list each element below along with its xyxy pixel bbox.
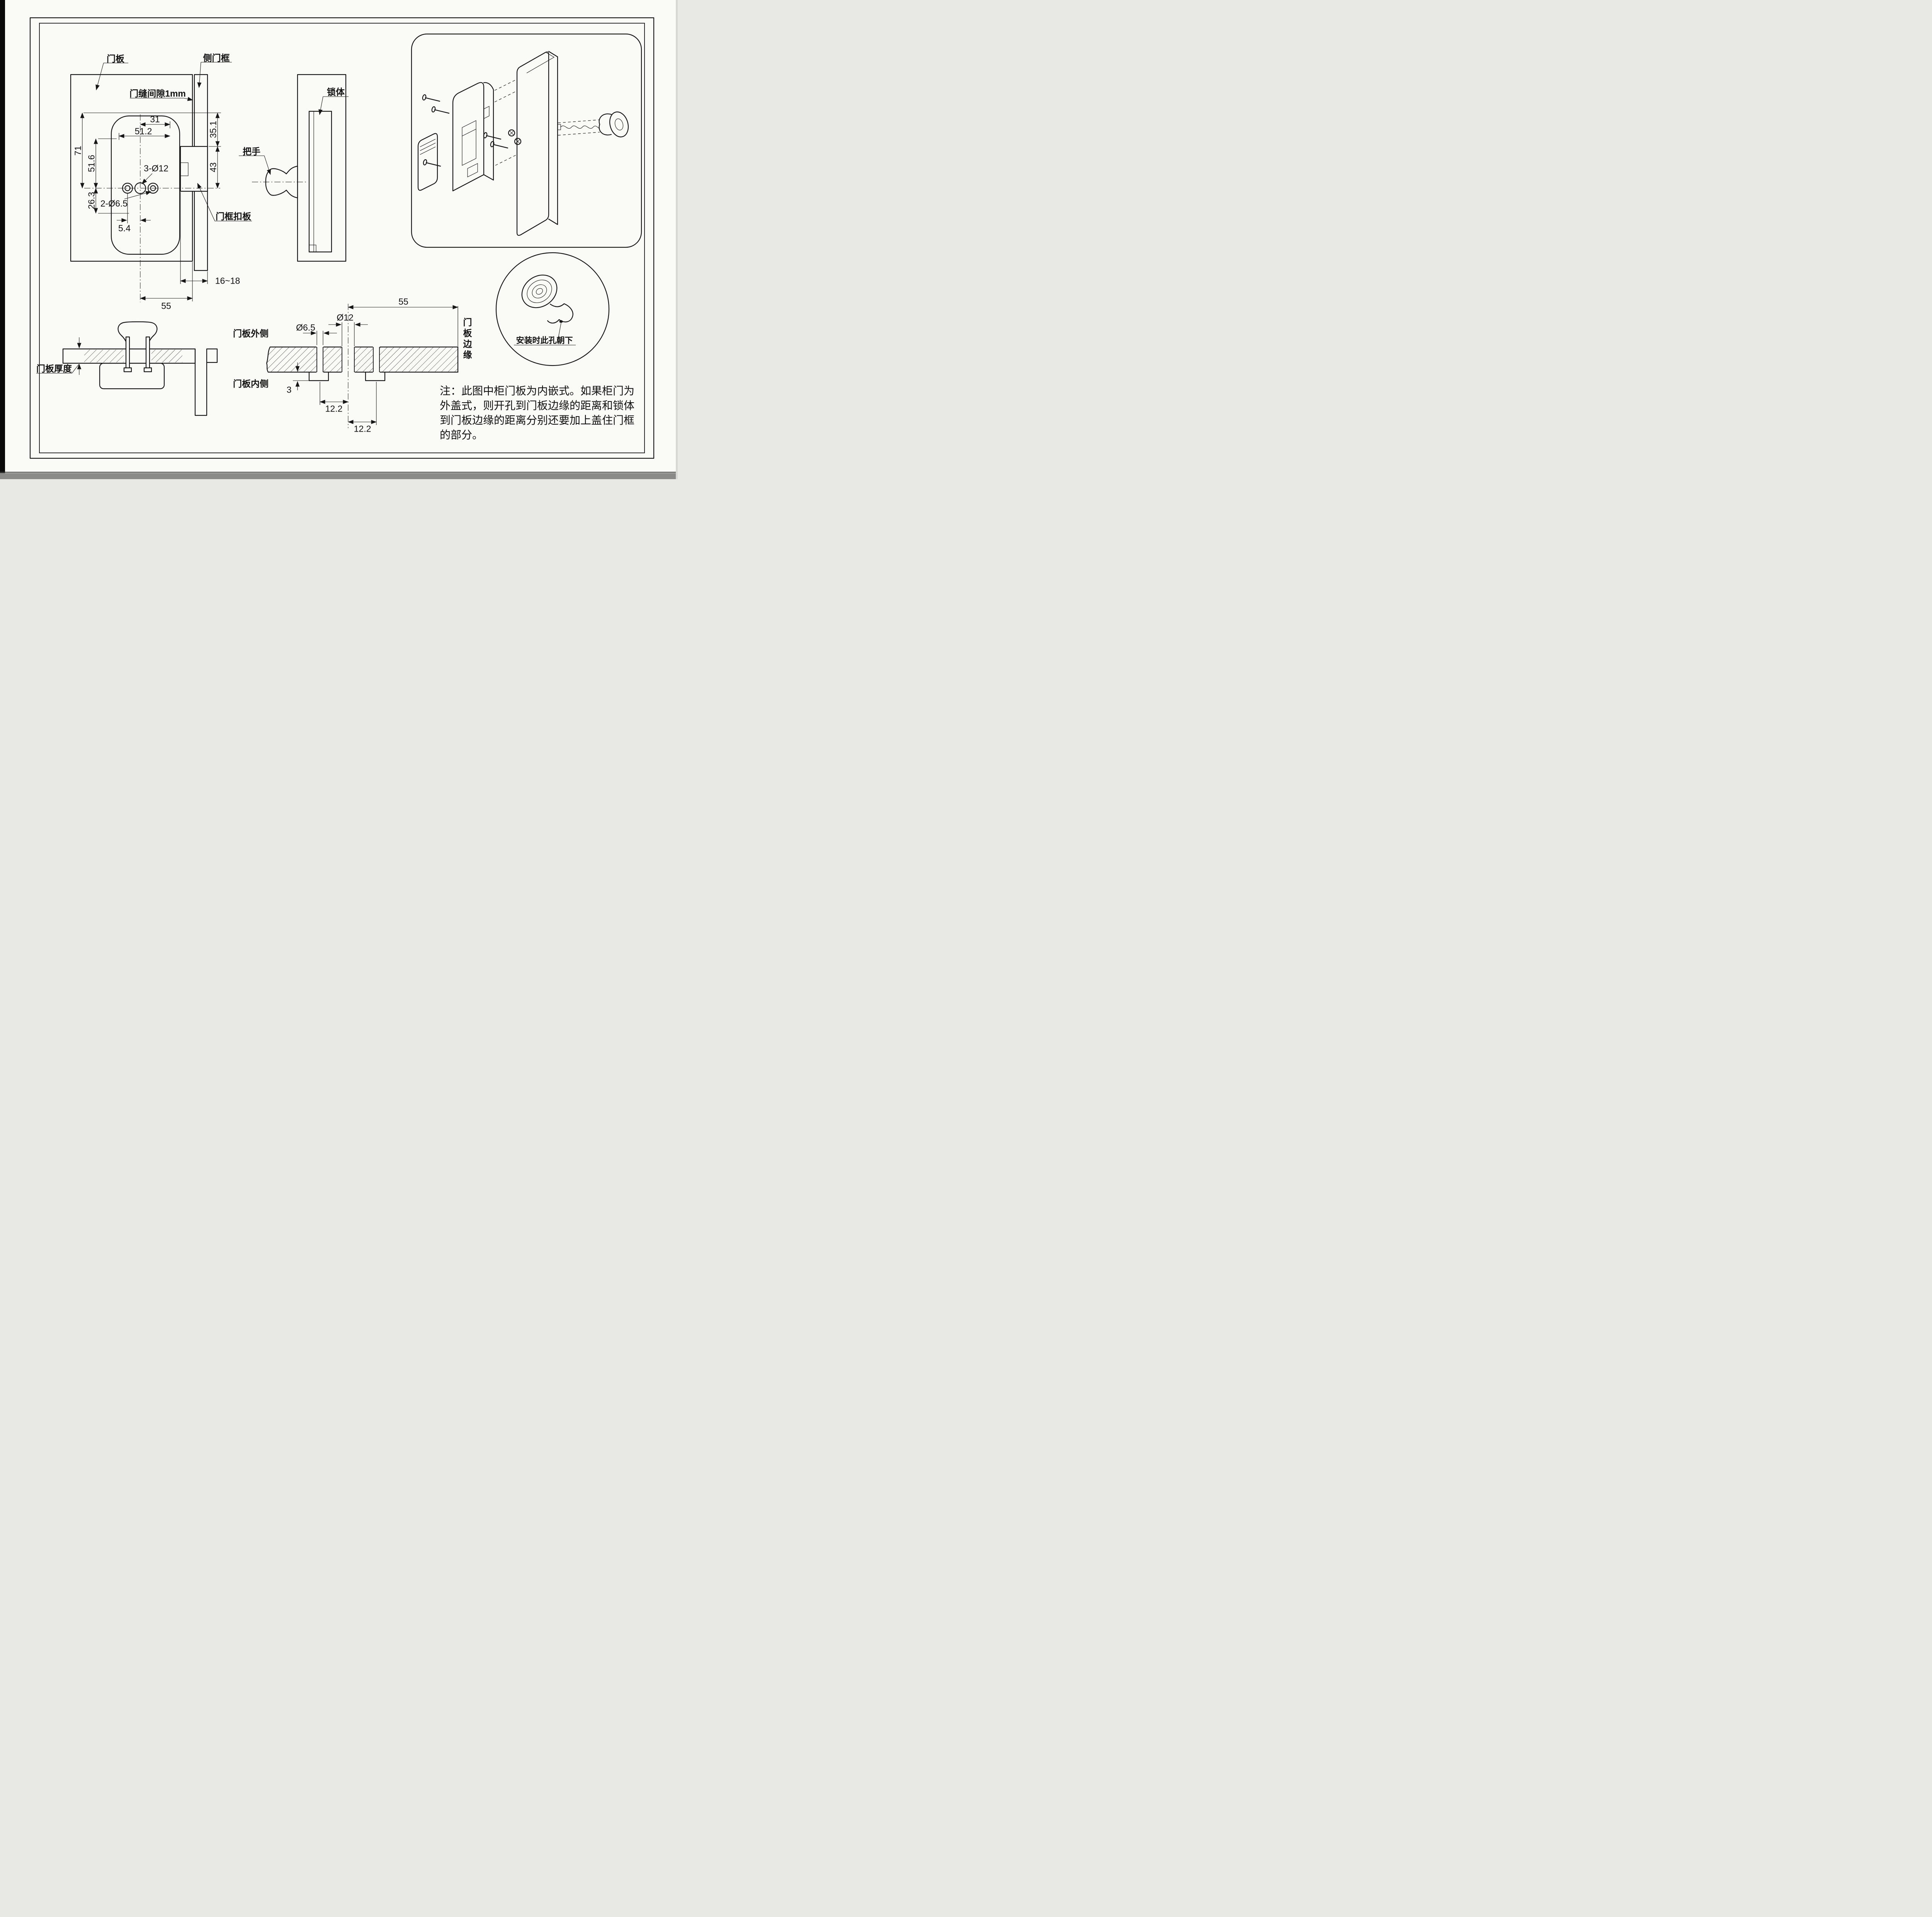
- orientation-hole: [559, 320, 563, 323]
- battery-cover: [417, 133, 438, 191]
- front-view: [70, 62, 252, 302]
- knob-iso: [599, 111, 629, 138]
- lock-body-iso: [452, 82, 494, 192]
- alignment-lines: [494, 79, 600, 166]
- leader-lines-side: [239, 96, 349, 175]
- catch-plate: [180, 146, 208, 192]
- side-section-view: [239, 74, 349, 262]
- lock-body-outline: [308, 111, 332, 253]
- dim-3-holes-d12: 3-Ø12: [144, 163, 168, 173]
- lock-body-section: [99, 362, 165, 390]
- dim-71: 71: [73, 146, 83, 156]
- dim-55: 55: [161, 301, 171, 311]
- leader-lines-front: [95, 62, 252, 221]
- exploded-view: [411, 33, 642, 248]
- note-line-1: 注：此图中柜门板为内嵌式。如果柜门为: [440, 385, 635, 397]
- dim-16-18: 16~18: [215, 276, 240, 286]
- thickness-dimension: [36, 337, 82, 375]
- knob-section-view: [36, 321, 218, 416]
- dim-d6-5: Ø6.5: [296, 322, 315, 333]
- door-slab: [516, 51, 558, 236]
- dim-12-2-b: 12.2: [354, 424, 371, 434]
- label-panel-outer: 门板外侧: [233, 328, 269, 338]
- dim-5-4: 5.4: [118, 223, 131, 233]
- frame-angle-section: [194, 348, 218, 416]
- note-line-3: 到门板边缘的距离分别还要加上盖住门框: [440, 415, 635, 427]
- label-panel-edge: 门板边缘: [462, 318, 472, 361]
- dim-55-edge: 55: [398, 296, 408, 307]
- dim-26-3: 26.3: [86, 192, 97, 209]
- handle-profile: [265, 165, 298, 199]
- sheet-border: [29, 17, 655, 459]
- dim-31: 31: [150, 114, 160, 124]
- dim-35-1: 35.1: [208, 121, 218, 138]
- cable: [557, 124, 600, 130]
- label-catch-plate: 门框扣板: [216, 211, 251, 221]
- dim-2-holes-d6-5: 2-Ø6.5: [100, 198, 128, 209]
- label-door-gap: 门缝间隙1mm: [129, 88, 186, 99]
- label-panel-thickness: 门板厚度: [36, 364, 72, 374]
- label-handle: 把手: [243, 146, 260, 156]
- note-line-2: 外盖式，则开孔到门板边缘的距离和锁体: [440, 400, 635, 412]
- drawing-sheet: 门板 侧门框 门缝间隙1mm 31 51.2 71 51.6 35.1 43 3…: [0, 0, 678, 479]
- dim-d12: Ø12: [337, 312, 354, 323]
- dim-43: 43: [208, 162, 218, 172]
- dim-3: 3: [286, 384, 292, 395]
- dimension-lines-front: [80, 112, 221, 301]
- label-lock-body: 锁体: [327, 87, 345, 97]
- dimension-lines-holes: [293, 304, 458, 428]
- label-install-hole-down: 安装时此孔朝下: [516, 336, 573, 345]
- label-side-frame: 侧门框: [203, 53, 230, 63]
- knob-section-profile: [117, 321, 158, 350]
- screws: [422, 94, 522, 167]
- dim-12-2-a: 12.2: [325, 403, 343, 414]
- scan-artifacts: [0, 0, 678, 479]
- label-panel-inner: 门板内侧: [233, 379, 269, 389]
- hole-section-view: [266, 304, 459, 428]
- knob-detail: [514, 274, 576, 345]
- detail-circle: [495, 252, 610, 366]
- exploded-view-frame: [411, 33, 642, 248]
- hole-walls: [308, 347, 386, 381]
- detail-circle-view: [495, 252, 610, 366]
- label-door-panel: 门板: [107, 54, 124, 64]
- dim-51-6: 51.6: [86, 155, 97, 172]
- dim-51-2: 51.2: [134, 126, 152, 136]
- lock-footprint: [111, 115, 180, 255]
- note-line-4: 的部分。: [440, 429, 483, 441]
- fixing-bolts: [123, 336, 152, 373]
- panel-hatched-section: [266, 346, 459, 373]
- drawing-canvas: [0, 0, 678, 479]
